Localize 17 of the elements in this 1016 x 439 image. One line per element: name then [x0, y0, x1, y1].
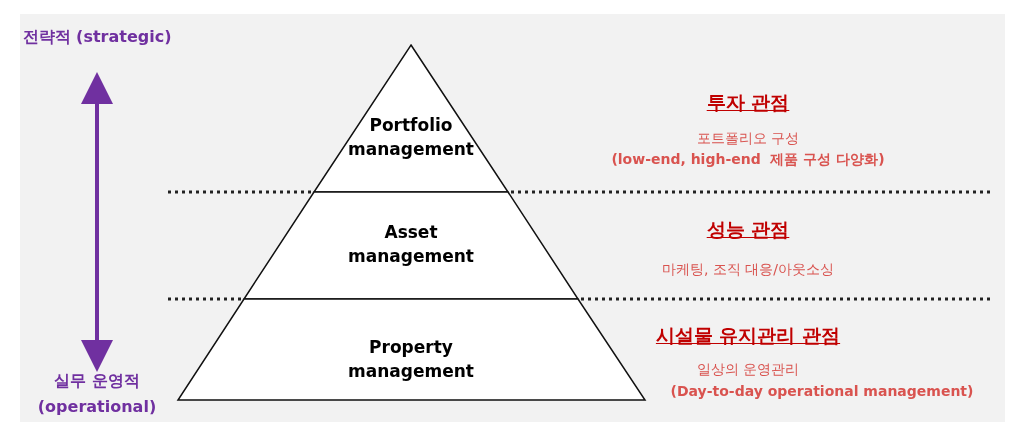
section-heading: 성능 관점 [706, 217, 790, 242]
axis-end-label: 실무 운영적 (operational) [22, 368, 172, 420]
section-heading: 투자 관점 [706, 90, 790, 115]
layer-title: Asset management [347, 221, 475, 268]
pyramid-layer [244, 192, 578, 299]
section-heading: 시설물 유지관리 관점 [655, 323, 841, 348]
description-text: (Day-to-day operational management) [670, 383, 974, 399]
pyramid-layer [178, 299, 645, 400]
axis-end-label: 전략적 (strategic) [22, 24, 172, 76]
double-arrow [81, 72, 113, 372]
description-text: (low-end, high-end 제품 구성 다양화) [611, 151, 885, 169]
description-text: 마케팅, 조직 대응/아웃소싱 [661, 261, 835, 279]
layer-title: Property management [347, 336, 475, 383]
description-text: 포트폴리오 구성 [696, 130, 800, 148]
description-text: 일상의 운영관리 [696, 361, 800, 379]
layer-title: Portfolio management [347, 114, 475, 161]
pyramid-layer [314, 45, 508, 192]
